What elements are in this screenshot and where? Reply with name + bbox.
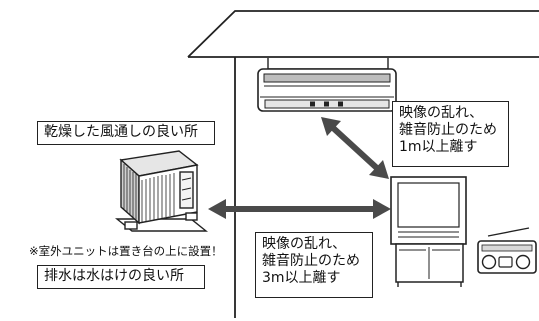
indoor-note-line-2: 雑音防止のため bbox=[399, 122, 497, 139]
indoor-clearance-note: 映像の乱れ、 雑音防止のため 1m以上離す bbox=[392, 101, 509, 167]
dry-location-label: 乾燥した風通しの良い所 bbox=[37, 121, 215, 145]
indoor-to-tv-double-arrow bbox=[321, 117, 389, 179]
house-roofline bbox=[187, 10, 539, 318]
outdoor-unit-stand-note: ※室外ユニットは置き台の上に設置！ bbox=[29, 244, 223, 258]
outdoor-to-tv-double-arrow bbox=[208, 199, 391, 219]
television bbox=[390, 176, 467, 287]
drain-location-label: 排水は水はけの良い所 bbox=[37, 265, 205, 289]
outdoor-ac-unit bbox=[115, 150, 208, 232]
indoor-note-line-3: 1m以上離す bbox=[399, 139, 478, 156]
radio bbox=[477, 227, 537, 274]
outdoor-note-line-1: 映像の乱れ、 bbox=[262, 236, 347, 252]
indoor-ac-unit bbox=[257, 58, 397, 112]
indoor-note-line-1: 映像の乱れ、 bbox=[399, 105, 484, 121]
outdoor-clearance-note: 映像の乱れ、 雑音防止のため 3m以上離す bbox=[255, 232, 373, 298]
outdoor-note-line-2: 雑音防止のため bbox=[262, 253, 360, 270]
outdoor-note-line-3: 3m以上離す bbox=[262, 270, 341, 287]
